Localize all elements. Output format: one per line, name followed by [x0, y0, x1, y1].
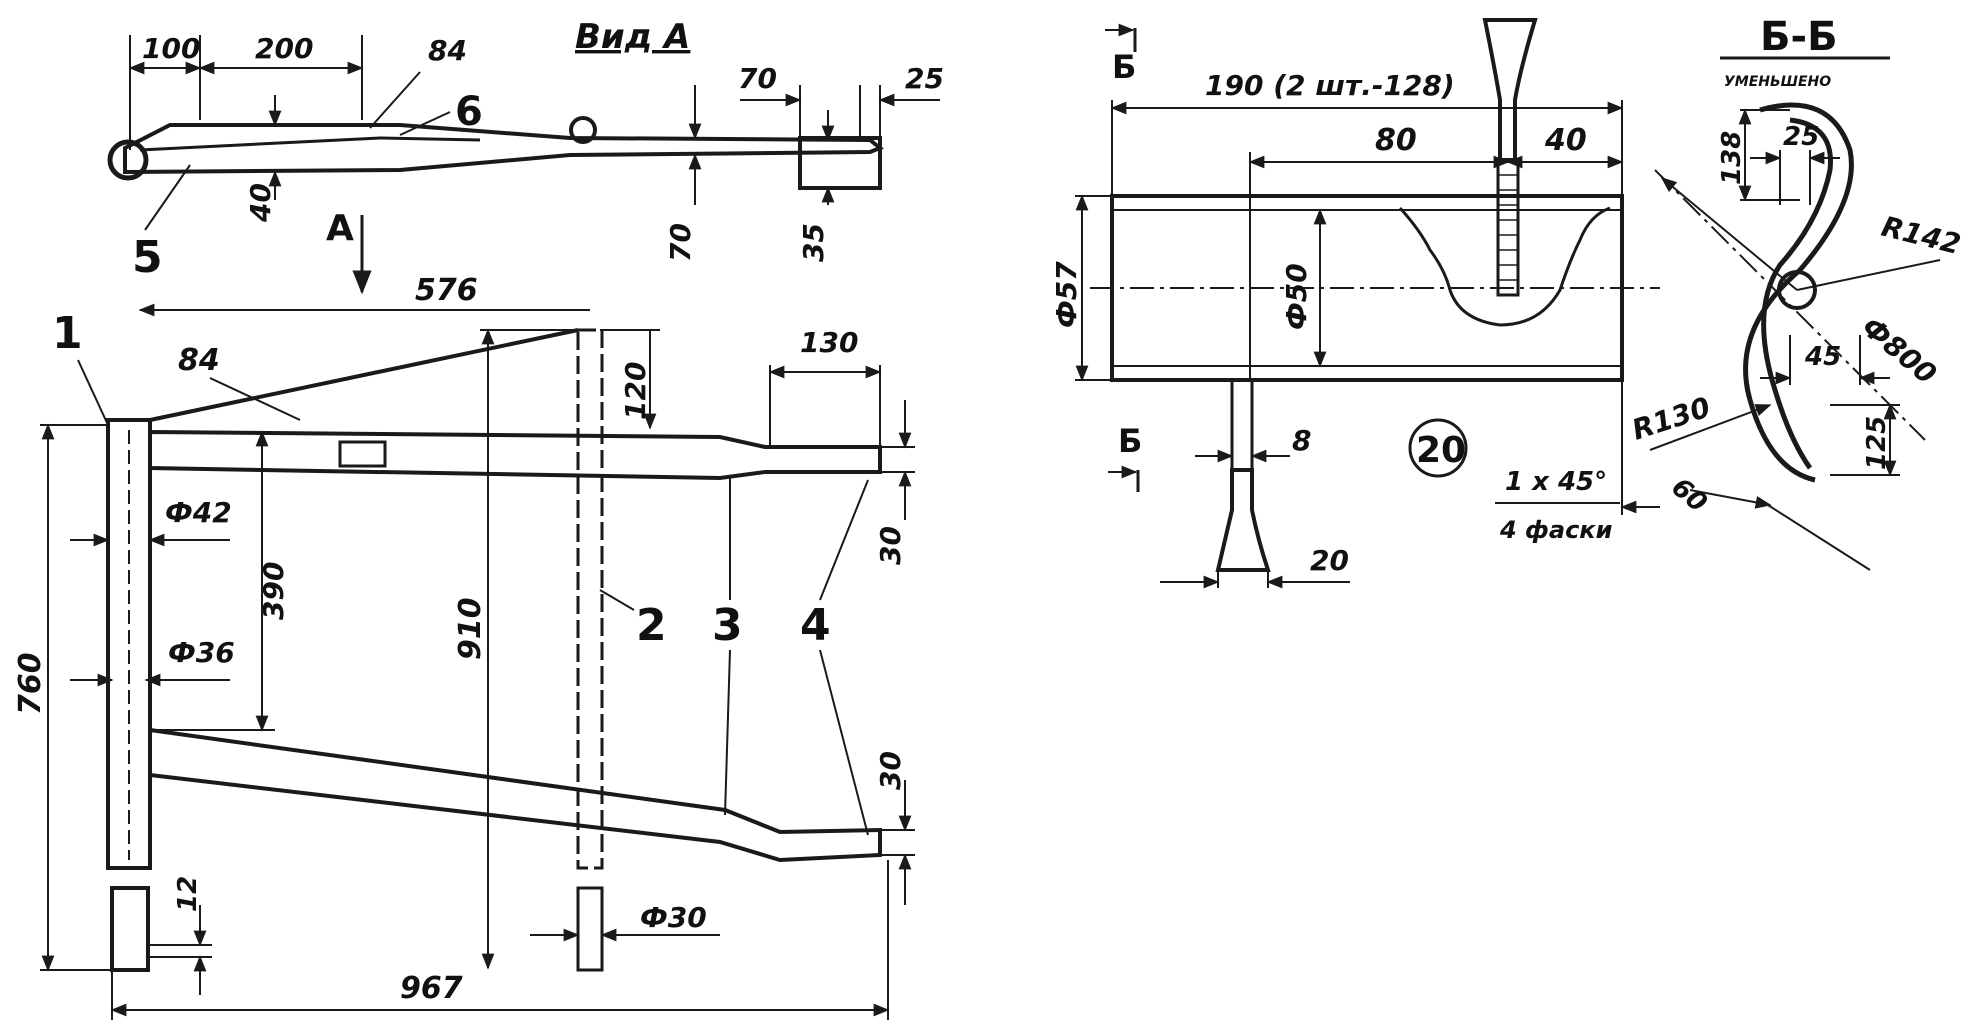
- part-label-2: 2: [636, 600, 667, 651]
- section-mark-top: Б: [1112, 48, 1136, 86]
- dim-125: 125: [1862, 416, 1892, 470]
- axle-tube: [106, 418, 152, 870]
- dim-130: 130: [800, 326, 858, 359]
- dim-40: 40: [244, 183, 277, 223]
- dim-390: 390: [257, 562, 290, 620]
- chamfer-dim: 1 х 45°: [1505, 467, 1607, 497]
- dim-phi42: Ф42: [165, 496, 232, 529]
- blade-top-shank: [1496, 158, 1520, 297]
- section-bb: Б-Б уменьшено 138 25 R142 45 Ф800 R130: [1628, 14, 1964, 571]
- dim-45: 45: [1804, 342, 1841, 372]
- dim-120: 120: [619, 362, 652, 420]
- part-label-5: 5: [132, 232, 163, 283]
- dim-576: 576: [415, 273, 478, 308]
- upper-sleeve: [338, 440, 387, 468]
- dim-138: 138: [1717, 131, 1747, 185]
- part-label-1: 1: [52, 308, 83, 359]
- dim-70-top: 70: [738, 62, 777, 95]
- lower-beam: [148, 727, 882, 863]
- part-label-3: 3: [712, 600, 743, 651]
- s-blade: [1743, 102, 1854, 483]
- dim-30-lower: 30: [874, 751, 907, 790]
- dim-967: 967: [400, 971, 463, 1006]
- view-a-brace: [139, 136, 481, 152]
- chamfer-note: 4 фаски: [1499, 516, 1613, 544]
- dim-r130: R130: [1628, 391, 1714, 447]
- view-a: Вид А 100 200 84 6 5 70 25 40 70: [107, 17, 944, 295]
- plan-view: 1 84 2 3 4 576 120 130 Ф42 Ф36 390: [13, 273, 915, 1020]
- blade-bottom-shank: [1230, 378, 1254, 472]
- section-subtitle: уменьшено: [1724, 67, 1831, 91]
- detail-number-circle: [1408, 418, 1468, 478]
- dim-12: 12: [173, 876, 203, 912]
- dim-30-upper: 30: [874, 526, 907, 565]
- dim-760: 760: [13, 652, 48, 715]
- cross-tube: [576, 328, 604, 870]
- section-hub: [1777, 270, 1817, 310]
- detail-20: Б 190 (2 шт.-128) 80 40: [1050, 18, 1660, 589]
- s-blade-inner: [1761, 117, 1833, 470]
- dim-100: 100: [142, 32, 200, 65]
- dim-phi30: Ф30: [640, 901, 707, 934]
- detail-number: 20: [1416, 430, 1466, 471]
- dim-200: 200: [255, 32, 313, 65]
- section-mark-bottom: Б: [1118, 422, 1142, 460]
- view-arrow-a-label: А: [326, 208, 354, 249]
- axle-stub: [110, 886, 150, 972]
- view-a-bolt: [569, 116, 597, 144]
- dim-8: 8: [1292, 424, 1311, 457]
- part-label-4: 4: [800, 600, 831, 651]
- dim-70-side: 70: [664, 223, 697, 262]
- blade-bottom: [1215, 468, 1271, 572]
- part-label-6: 6: [455, 89, 483, 135]
- dim-40-detail: 40: [1544, 123, 1587, 158]
- view-a-title: Вид А: [575, 17, 690, 57]
- dim-80: 80: [1375, 123, 1417, 158]
- dim-84-plan: 84: [178, 343, 220, 378]
- dim-r142: R142: [1878, 210, 1964, 261]
- blade-top: [1482, 18, 1538, 162]
- brace-rod: [149, 328, 579, 422]
- dim-910: 910: [453, 597, 488, 660]
- cross-stub: [576, 886, 604, 972]
- dim-phi57: Ф57: [1050, 261, 1083, 328]
- dim-25-section: 25: [1783, 122, 1819, 152]
- dim-84-top: 84: [428, 34, 467, 67]
- section-title: Б-Б: [1760, 14, 1838, 60]
- view-a-hub: [107, 139, 149, 181]
- dim-190: 190 (2 шт.-128): [1205, 69, 1455, 102]
- tube-breakout: [1398, 206, 1611, 327]
- dim-phi36: Ф36: [168, 636, 235, 669]
- dim-25: 25: [905, 62, 944, 95]
- dim-35: 35: [797, 223, 830, 262]
- dim-phi50: Ф50: [1280, 263, 1313, 330]
- view-a-end-block: [798, 136, 882, 190]
- dim-60: 60: [1666, 472, 1713, 518]
- dim-20: 20: [1310, 544, 1349, 577]
- view-a-beam: [123, 123, 884, 175]
